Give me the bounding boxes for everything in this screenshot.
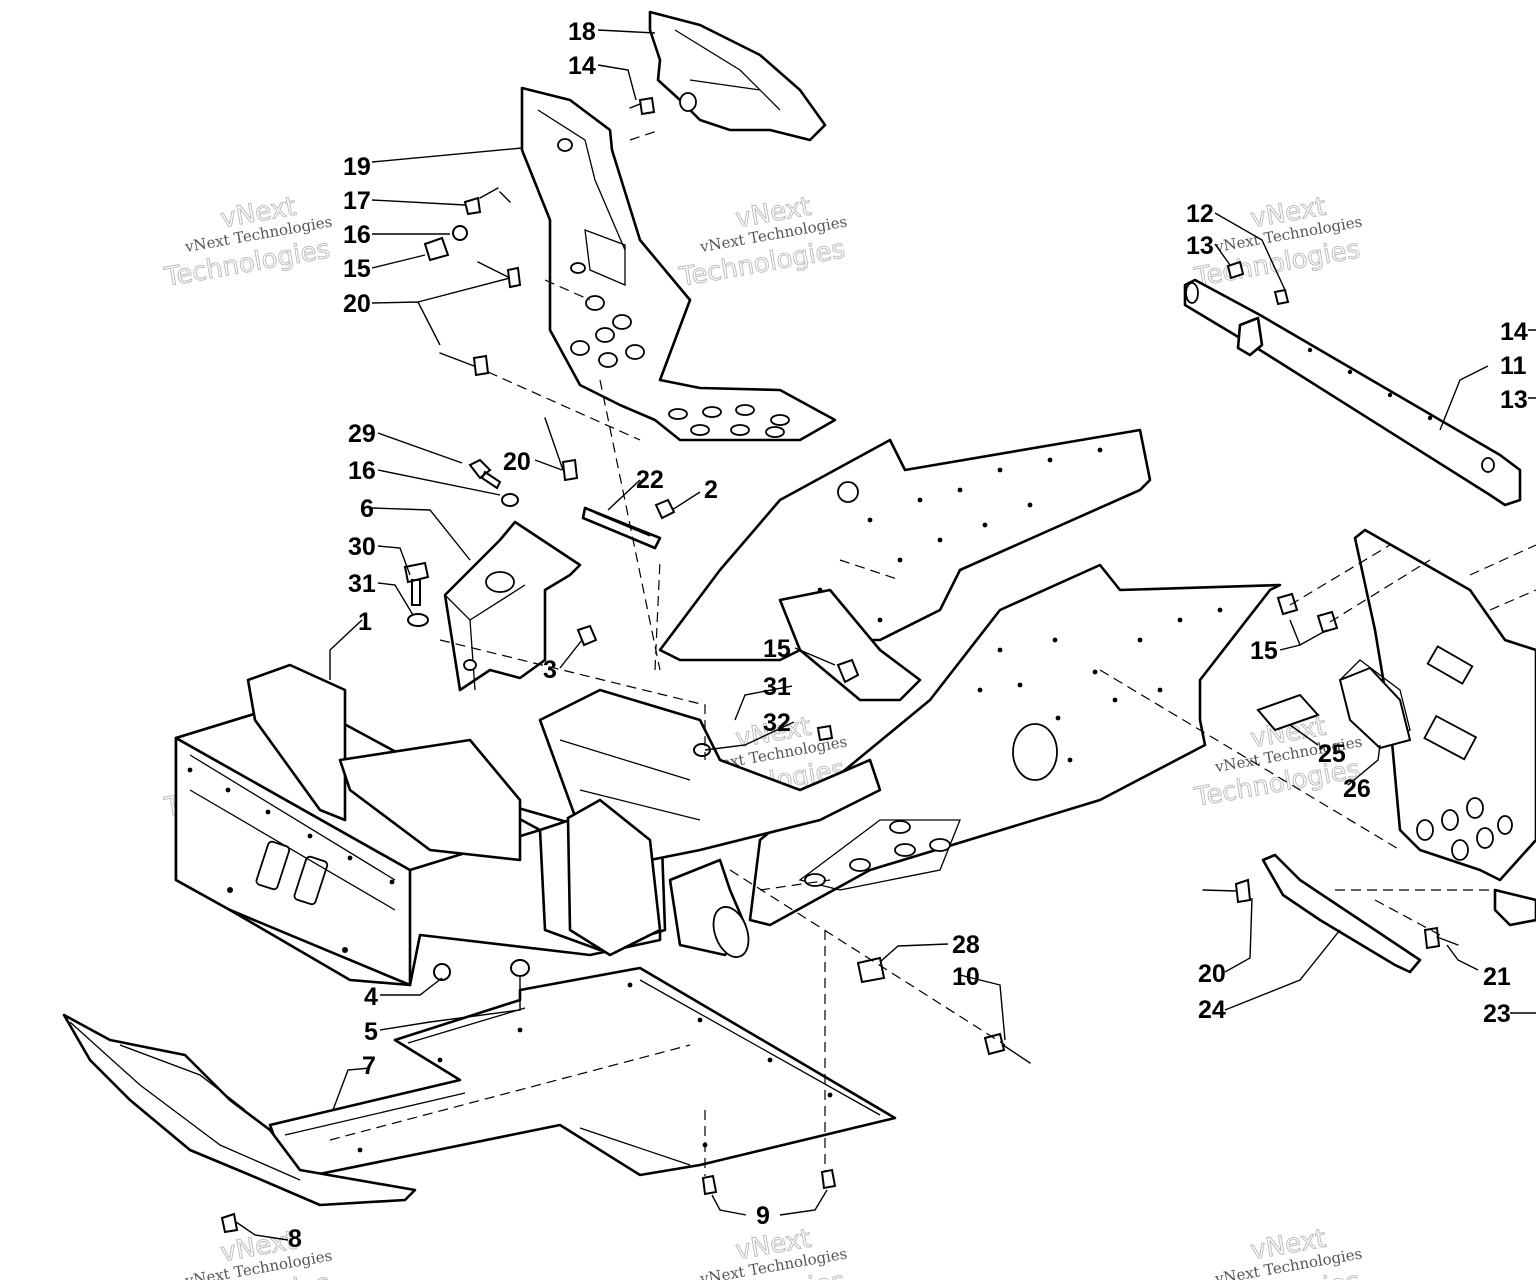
right-support-part-23 [1339,528,1536,927]
callout-13: 13 [1186,232,1214,260]
callout-5: 5 [364,1018,378,1046]
callout-22: 22 [636,466,664,494]
front-frame-part-1 [174,663,667,987]
callout-11: 11 [1500,352,1527,380]
callout-4: 4 [364,983,378,1011]
callout-8: 8 [288,1225,302,1253]
callout-28: 28 [952,931,980,959]
callout-10: 10 [952,963,980,991]
callout-19: 19 [343,153,371,181]
callout-14: 14 [1500,318,1528,346]
callout-29: 29 [348,420,376,448]
callout-30: 30 [348,533,376,561]
callout-25: 25 [1318,740,1346,768]
callout-3: 3 [543,656,557,684]
right-side-panel [748,563,1282,927]
belly-pan-part-7 [268,966,897,1182]
callout-26: 26 [1343,775,1371,803]
pins-and-dashed-lines [439,103,1536,1176]
shock-bracket-part-6 [443,520,582,692]
callout-24: 24 [1198,996,1226,1024]
callout-7: 7 [362,1052,376,1080]
crossbar-part-11 [1183,278,1522,507]
callout-17: 17 [343,187,371,215]
callout-15: 15 [763,635,791,663]
callout-13: 13 [1500,386,1528,414]
handlebar-cover-part-18 [648,10,827,142]
steering-support-part-19 [520,86,837,442]
callout-14: 14 [568,52,596,80]
hardware [220,96,1441,1234]
callout-9: 9 [756,1202,770,1230]
callout-31: 31 [763,673,791,701]
callout-2: 2 [704,476,718,504]
bracket-part-24 [1261,853,1422,974]
callout-21: 21 [1483,963,1511,991]
callout-16: 16 [348,457,376,485]
callout-1: 1 [358,608,372,636]
callout-15: 15 [343,255,371,283]
callout-20: 20 [1198,960,1226,988]
callout-20: 20 [343,290,371,318]
callout-16: 16 [343,221,371,249]
callout-20: 20 [503,448,531,476]
callout-32: 32 [763,709,791,737]
callout-6: 6 [360,495,374,523]
leader-lines [235,29,1536,1241]
callout-18: 18 [568,18,596,46]
callout-15: 15 [1250,637,1278,665]
callout-23: 23 [1483,1000,1511,1028]
strip-part-22 [581,506,662,550]
center-tunnel-frame [538,588,922,958]
callout-12: 12 [1186,200,1214,228]
callout-31: 31 [348,570,376,598]
front-skid-plate [62,1013,417,1207]
